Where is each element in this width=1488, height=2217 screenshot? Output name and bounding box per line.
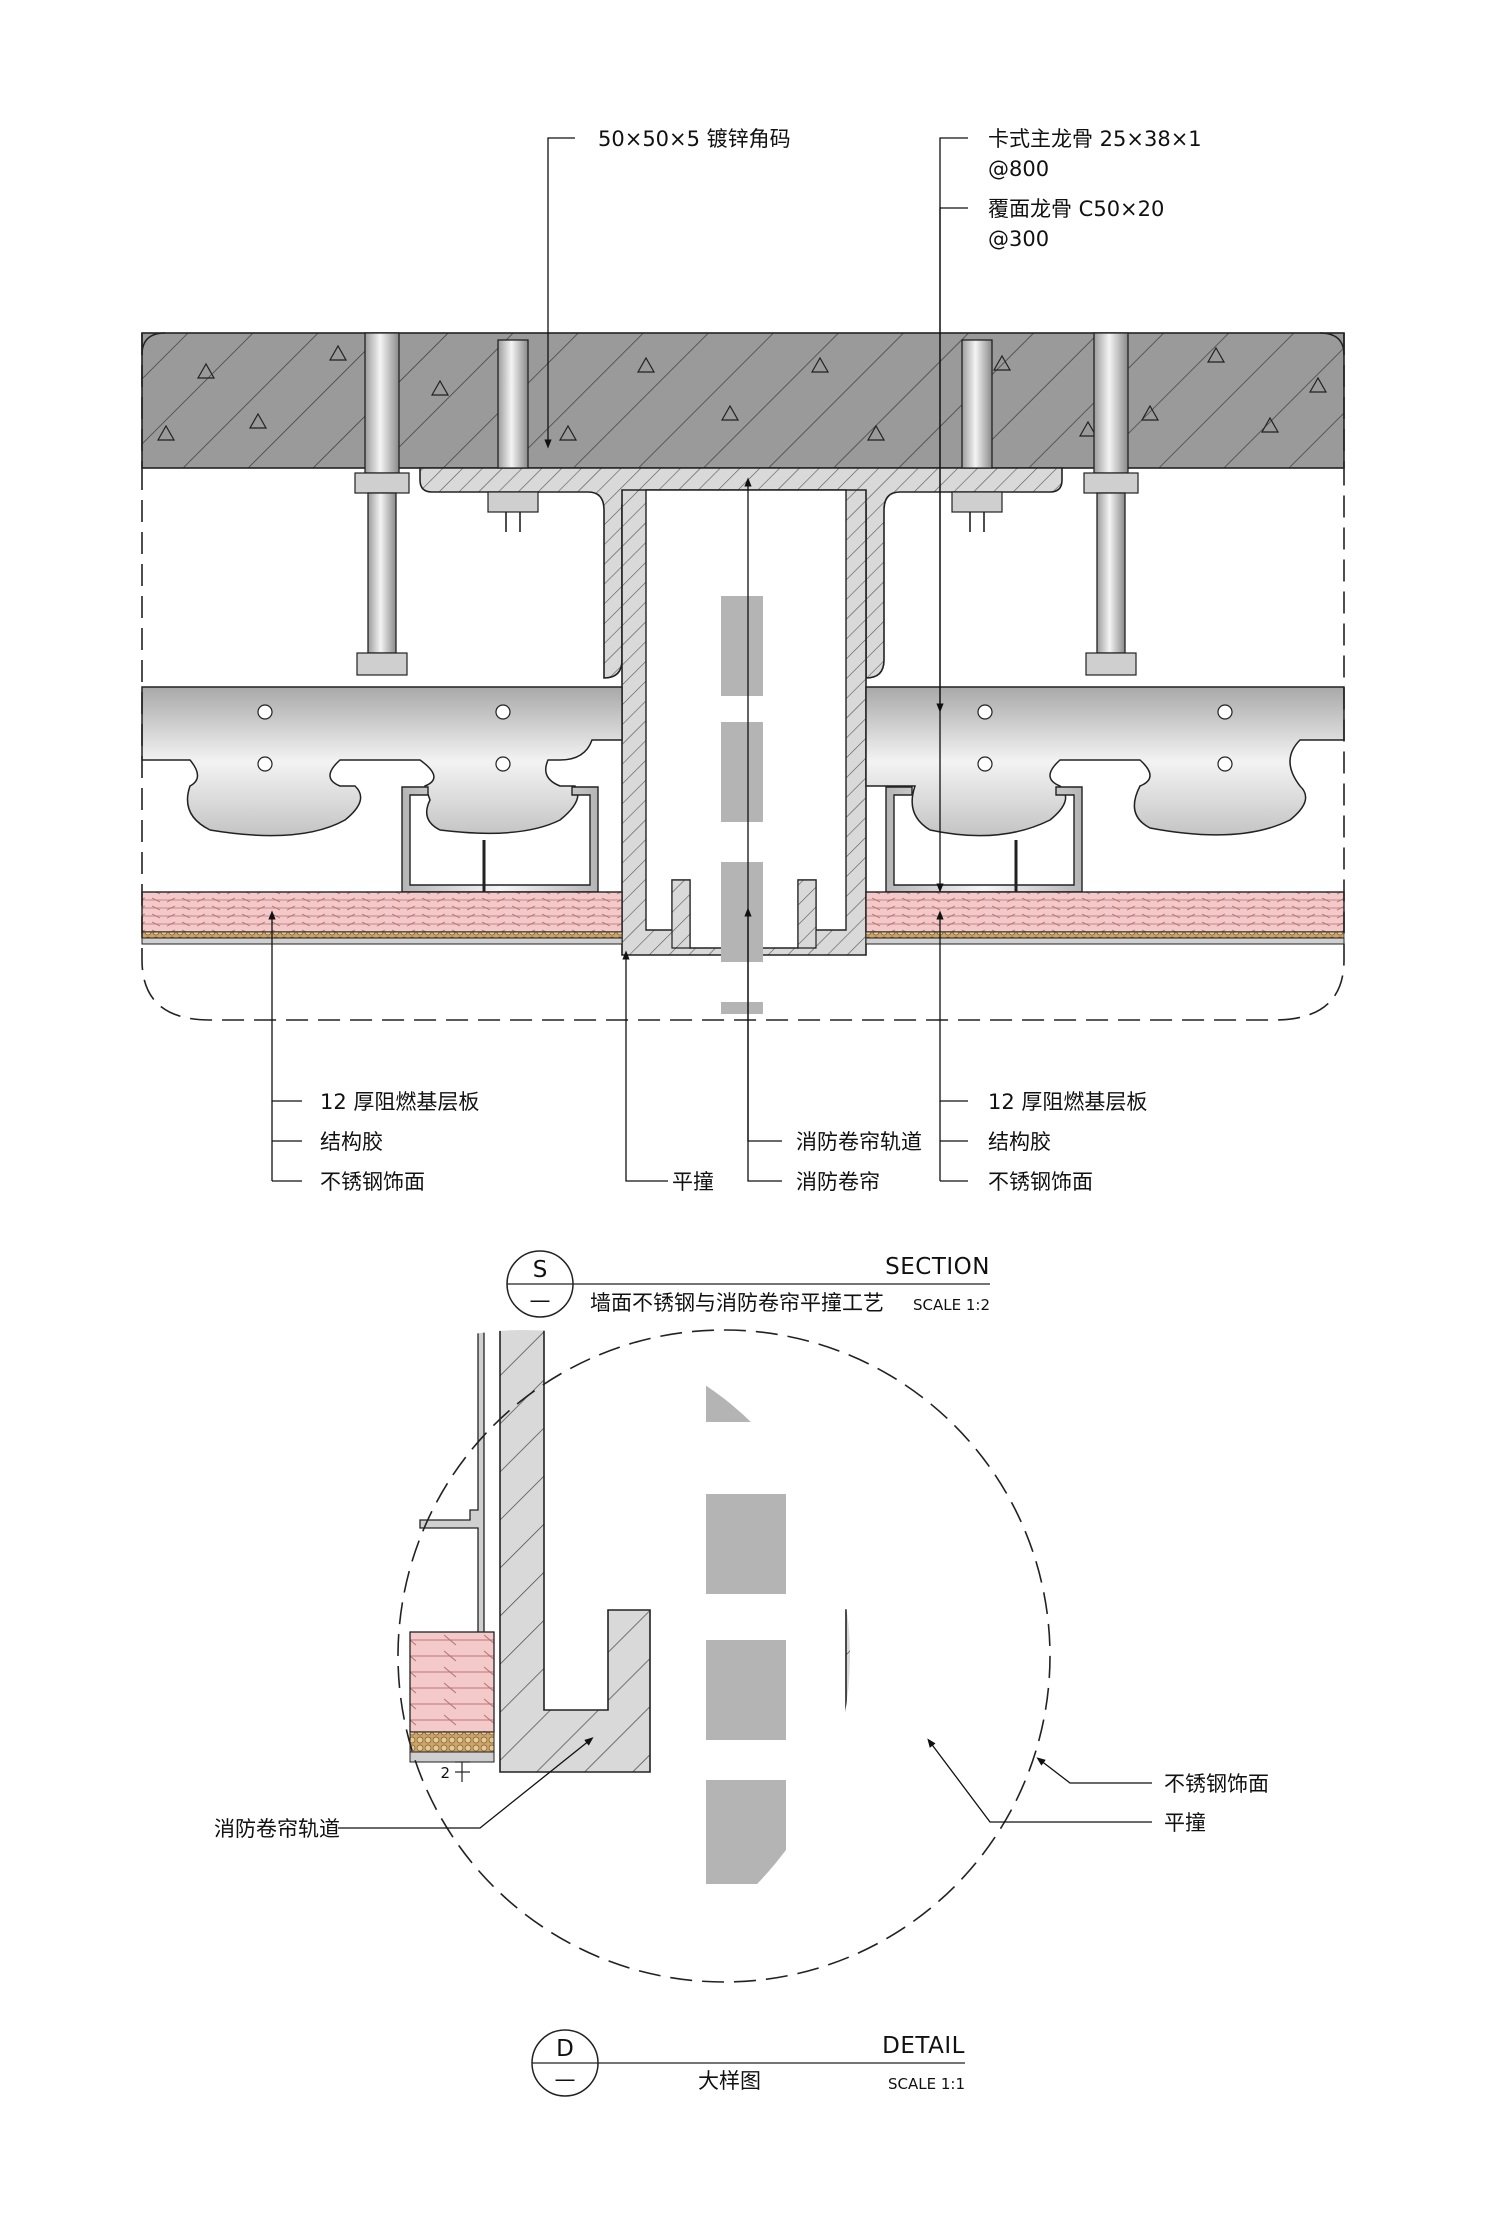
anchor-bolts (354, 332, 1139, 676)
label-right-glue: 结构胶 (988, 1130, 1051, 1154)
label-left-board: 12 厚阻燃基层板 (320, 1090, 479, 1114)
bolt-left-inner (487, 339, 539, 532)
label-right-board: 12 厚阻燃基层板 (988, 1090, 1147, 1114)
section-title-block: S — SECTION 墙面不锈钢与消防卷帘平撞工艺 SCALE 1:2 (506, 1250, 990, 1318)
detail-steel-left (409, 1751, 495, 1763)
label-flush: 平撞 (672, 1170, 714, 1194)
label-cover-keel: 覆面龙骨 C50×20 (988, 197, 1164, 221)
detail-mark: D (556, 2036, 574, 2062)
section-type: SECTION (885, 1254, 990, 1280)
bolt-left-outer (354, 332, 410, 676)
label-right-steel: 不锈钢饰面 (988, 1170, 1093, 1194)
label-angle-bracket: 50×50×5 镀锌角码 (598, 127, 791, 151)
detail-leaders (338, 1737, 1152, 1829)
label-main-keel: 卡式主龙骨 25×38×1 (988, 127, 1202, 151)
section-view: 50×50×5 镀锌角码 卡式主龙骨 25×38×1 @800 覆面龙骨 C50… (141, 127, 1345, 1318)
fire-board-right (865, 891, 1345, 945)
concrete-slab (141, 332, 1345, 469)
detail-label-flush: 平撞 (1164, 1811, 1206, 1835)
detail-glue-right (1006, 1732, 1090, 1752)
detail-label-steel: 不锈钢饰面 (1164, 1772, 1269, 1796)
detail-type: DETAIL (882, 2033, 965, 2059)
section-name: 墙面不锈钢与消防卷帘平撞工艺 (590, 1291, 884, 1315)
section-mark: S (533, 1257, 548, 1283)
detail-board-left (409, 1631, 495, 1733)
section-leaders (268, 137, 968, 1182)
label-track: 消防卷帘轨道 (796, 1130, 922, 1154)
dimension-value: 2 (440, 1764, 450, 1782)
label-left-steel: 不锈钢饰面 (320, 1170, 425, 1194)
detail-label-track: 消防卷帘轨道 (214, 1817, 340, 1841)
detail-sub-mark: — (555, 2067, 576, 2091)
detail-track-right (845, 1330, 850, 1773)
detail-boundary (397, 1329, 1051, 1983)
detail-keel-right (1016, 1300, 1080, 1640)
fire-curtain (721, 596, 763, 1014)
detail-fire-curtain (706, 1330, 786, 1982)
detail-dimension: 2 (440, 1761, 470, 1782)
section-scale: SCALE 1:2 (913, 1296, 990, 1314)
detail-name: 大样图 (698, 2069, 761, 2093)
bolt-right-outer (1083, 332, 1139, 676)
section-boundary (141, 333, 1345, 1021)
detail-steel-right (1006, 1752, 1090, 1762)
section-labels: 50×50×5 镀锌角码 卡式主龙骨 25×38×1 @800 覆面龙骨 C50… (320, 127, 1202, 1194)
detail-board-right (1006, 1632, 1090, 1732)
detail-labels: 消防卷帘轨道 不锈钢饰面 平撞 (214, 1772, 1269, 1841)
detail-glue-left (409, 1731, 495, 1753)
detail-title-block: D — DETAIL 大样图 SCALE 1:1 (531, 2029, 965, 2097)
bolt-right-inner (951, 339, 1003, 532)
detail-view: 2 消防卷帘轨道 不锈钢饰面 平撞 D — DETAIL 大样图 SCALE 1… (214, 1300, 1269, 2097)
detail-track-left (499, 1330, 651, 1773)
label-curtain: 消防卷帘 (796, 1170, 880, 1194)
label-left-glue: 结构胶 (320, 1130, 383, 1154)
label-main-keel-spacing: @800 (988, 157, 1049, 181)
detail-scale: SCALE 1:1 (888, 2075, 965, 2093)
fire-board-left (141, 891, 623, 945)
label-cover-keel-spacing: @300 (988, 227, 1049, 251)
main-keel-right (865, 686, 1345, 837)
detail-keel-left (419, 1330, 485, 1641)
main-keel-left (141, 686, 623, 837)
section-sub-mark: — (530, 1288, 551, 1312)
